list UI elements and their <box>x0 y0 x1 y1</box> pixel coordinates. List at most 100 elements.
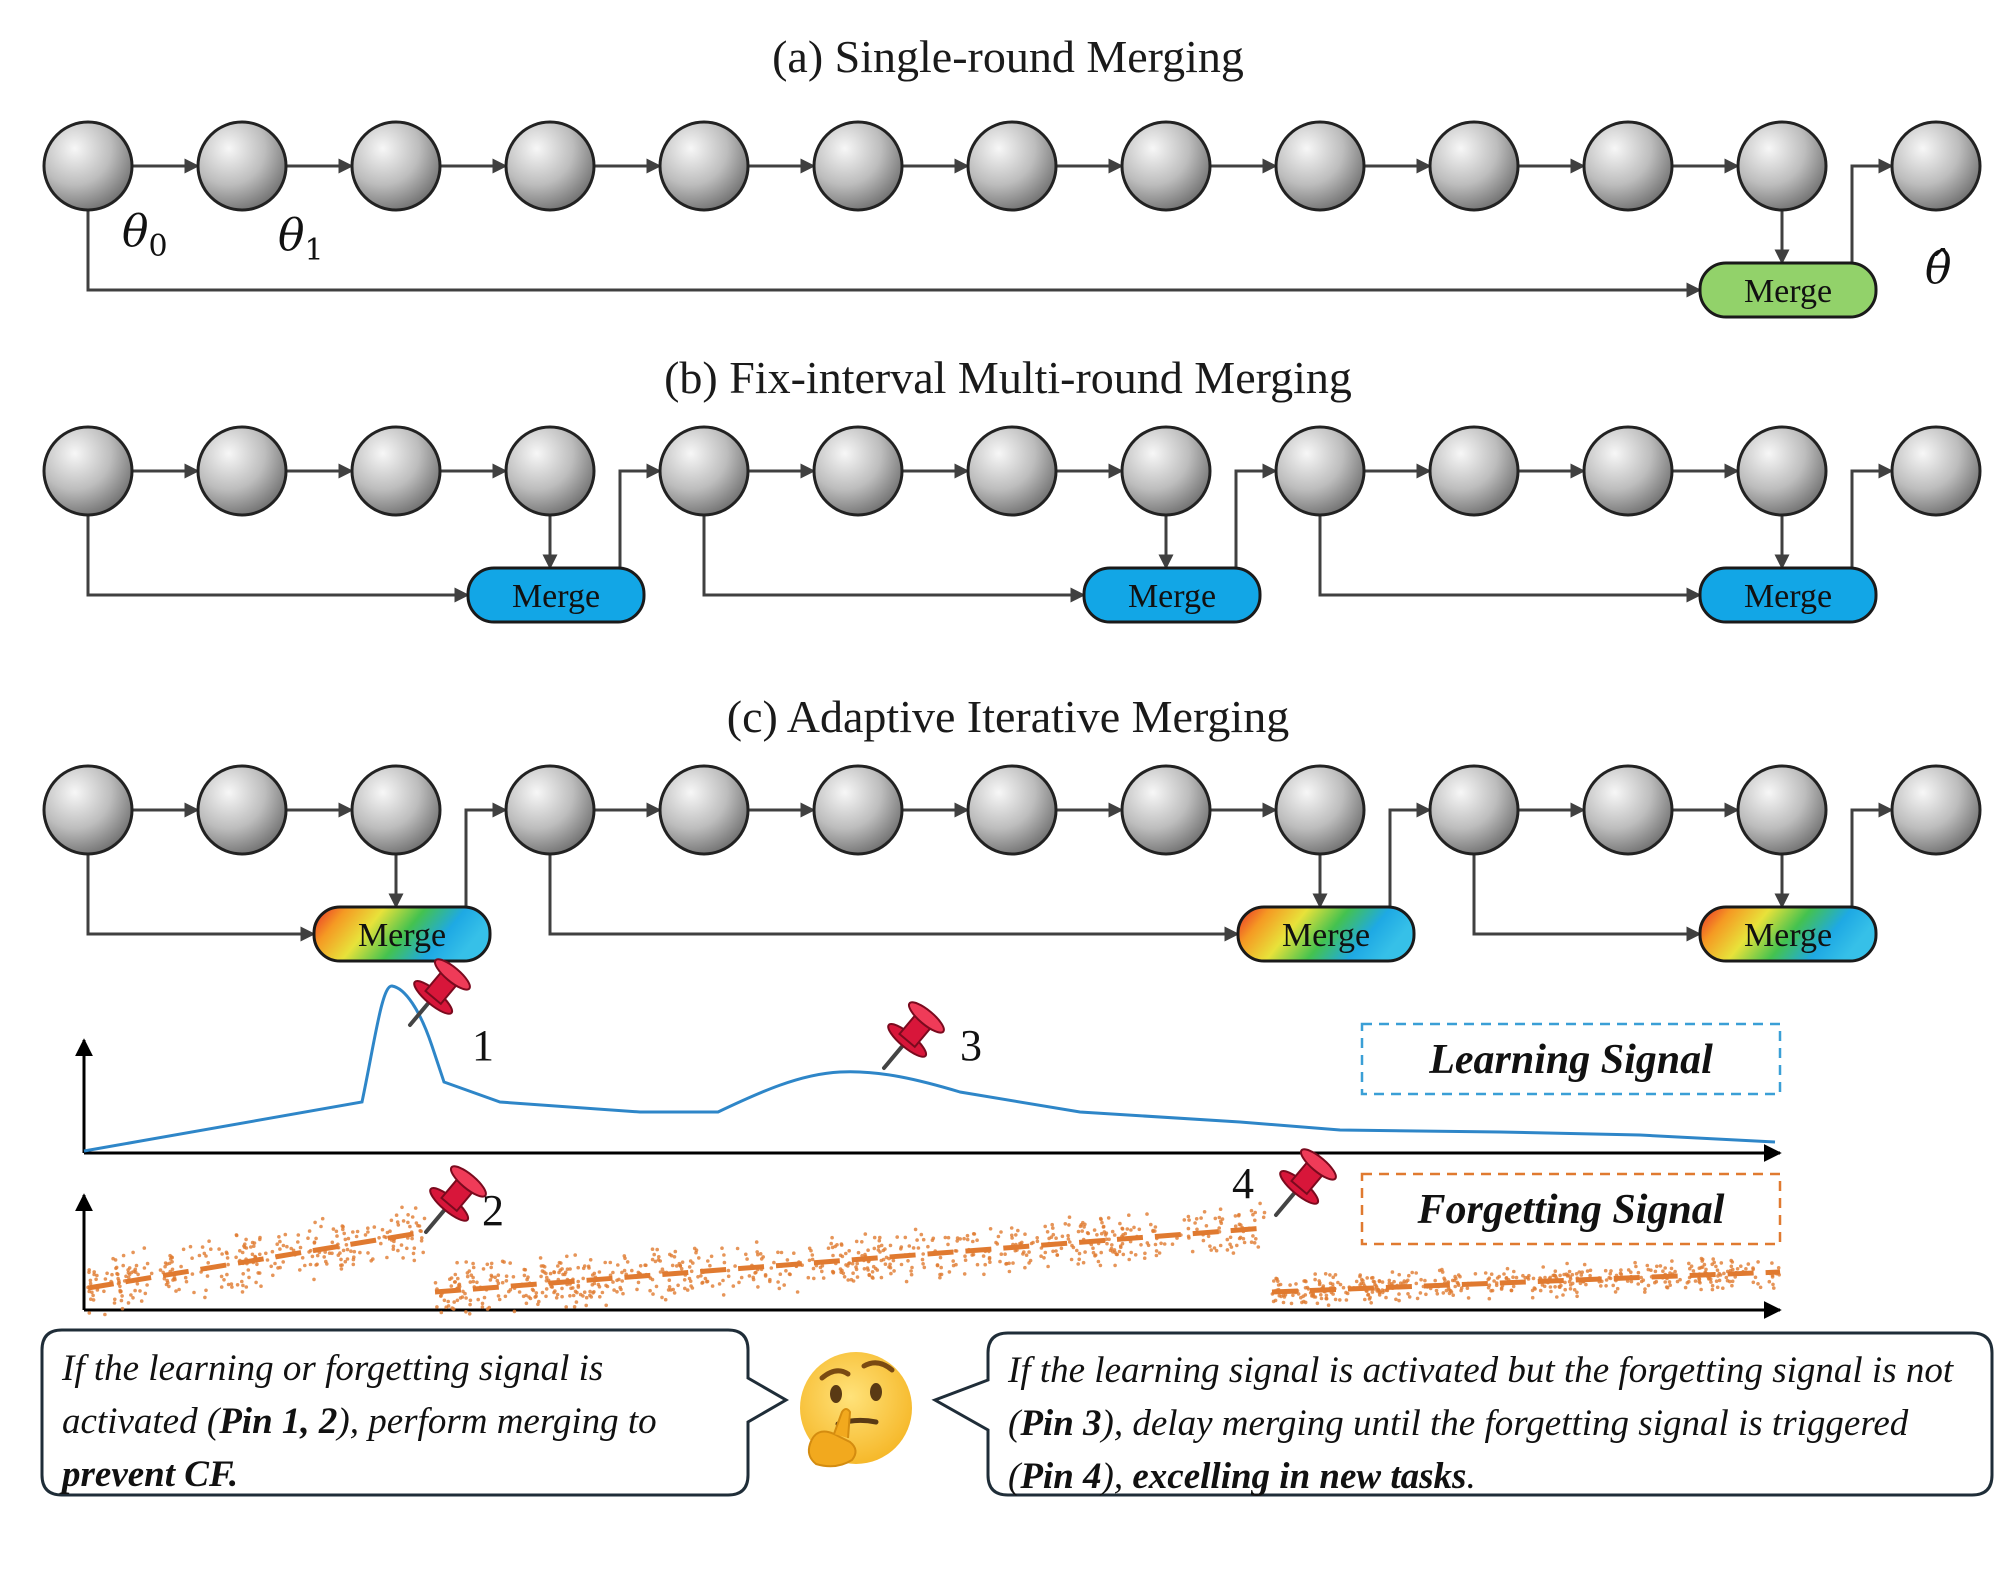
forgetting-point <box>636 1270 641 1275</box>
forgetting-point <box>391 1244 396 1249</box>
forgetting-point <box>1466 1296 1471 1300</box>
forgetting-point <box>1112 1233 1117 1237</box>
forgetting-point <box>931 1236 936 1241</box>
forgetting-point <box>999 1252 1004 1256</box>
forgetting-point <box>544 1271 548 1276</box>
forgetting-point <box>807 1258 812 1263</box>
forgetting-point <box>777 1286 782 1291</box>
forgetting-point <box>1103 1233 1108 1237</box>
forgetting-point <box>456 1276 460 1281</box>
forgetting-point <box>821 1276 826 1280</box>
forgetting-point <box>372 1225 377 1229</box>
forgetting-point <box>747 1274 752 1278</box>
model-node <box>1120 425 1212 517</box>
forgetting-point <box>841 1271 846 1276</box>
forgetting-point <box>721 1278 725 1283</box>
forgetting-point <box>371 1257 375 1261</box>
forgetting-point <box>1272 1279 1276 1283</box>
pushpin-icon-4 <box>1274 1148 1337 1217</box>
forgetting-point <box>312 1277 316 1282</box>
forgetting-point <box>1081 1260 1086 1265</box>
forgetting-point <box>935 1263 940 1267</box>
theta1-label: θ1 <box>278 210 324 268</box>
merge-input-line <box>548 854 1240 942</box>
forgetting-point <box>439 1310 444 1315</box>
forgetting-point <box>1698 1281 1702 1285</box>
forgetting-point <box>812 1276 816 1281</box>
forgetting-point <box>1646 1283 1651 1288</box>
forgetting-point <box>1663 1280 1667 1284</box>
forgetting-point <box>1406 1278 1410 1283</box>
model-node <box>1890 120 1982 212</box>
forgetting-point <box>630 1268 634 1273</box>
forgetting-point <box>588 1258 593 1262</box>
forgetting-point <box>971 1239 975 1244</box>
forgetting-point <box>556 1264 560 1268</box>
forgetting-point <box>88 1281 93 1286</box>
forgetting-point <box>840 1254 845 1259</box>
forgetting-point <box>1202 1210 1207 1214</box>
right-bubble-part4: . <box>1466 1456 1476 1497</box>
model-node <box>812 764 904 856</box>
forgetting-point <box>315 1262 319 1267</box>
forgetting-point <box>537 1299 541 1304</box>
forgetting-point <box>1003 1252 1007 1256</box>
forgetting-point <box>366 1251 370 1255</box>
forgetting-point <box>1157 1251 1162 1255</box>
forgetting-point <box>915 1238 919 1242</box>
forgetting-point <box>1653 1280 1657 1285</box>
forgetting-point <box>1619 1268 1623 1272</box>
forgetting-point <box>847 1261 851 1266</box>
forgetting-point <box>548 1271 553 1276</box>
forgetting-point <box>1397 1292 1401 1296</box>
forgetting-point <box>635 1287 639 1292</box>
forgetting-point <box>170 1267 175 1272</box>
forgetting-point <box>591 1291 595 1295</box>
forgetting-point <box>1069 1257 1074 1262</box>
forgetting-point <box>710 1284 715 1288</box>
forgetting-point <box>763 1273 768 1277</box>
forgetting-point <box>1397 1298 1401 1303</box>
merge-label: Merge <box>1282 917 1370 954</box>
forgetting-point <box>1608 1272 1612 1276</box>
forgetting-point <box>1423 1278 1427 1283</box>
theta0-label: θ0 <box>122 206 168 264</box>
forgetting-point <box>1021 1252 1025 1256</box>
forgetting-point <box>889 1271 893 1276</box>
forgetting-point <box>588 1289 592 1294</box>
forgetting-point <box>1683 1285 1688 1290</box>
forgetting-point <box>1319 1293 1323 1297</box>
forgetting-point <box>1526 1277 1531 1281</box>
forgetting-signal-plot: Forgetting Signal <box>75 1172 1782 1319</box>
forgetting-point <box>638 1264 643 1268</box>
forgetting-point <box>891 1258 896 1263</box>
model-node <box>1890 425 1982 517</box>
forgetting-point <box>1010 1236 1014 1240</box>
forgetting-point <box>496 1273 501 1277</box>
forgetting-point <box>1220 1217 1225 1221</box>
forgetting-point <box>872 1235 877 1240</box>
model-node <box>812 425 904 517</box>
forgetting-point <box>922 1265 927 1270</box>
forgetting-point <box>1238 1235 1243 1240</box>
model-node <box>350 120 442 212</box>
merge-input-line <box>86 515 470 603</box>
forgetting-point <box>1366 1292 1371 1297</box>
forgetting-point <box>1613 1290 1618 1294</box>
forgetting-point <box>1107 1237 1111 1242</box>
forgetting-point <box>696 1275 700 1279</box>
forgetting-point <box>1646 1267 1651 1272</box>
forgetting-point <box>1511 1284 1516 1289</box>
forgetting-point <box>1758 1285 1763 1290</box>
forgetting-point <box>1086 1231 1091 1236</box>
forgetting-point <box>1046 1264 1050 1269</box>
model-node <box>196 120 288 212</box>
forgetting-point <box>401 1256 405 1260</box>
forgetting-point <box>1387 1278 1392 1283</box>
forgetting-point <box>648 1288 652 1293</box>
forgetting-point <box>1051 1226 1055 1230</box>
forgetting-point <box>1390 1270 1395 1274</box>
forgetting-point <box>911 1246 916 1250</box>
forgetting-point <box>971 1232 976 1236</box>
forgetting-point <box>962 1272 967 1276</box>
